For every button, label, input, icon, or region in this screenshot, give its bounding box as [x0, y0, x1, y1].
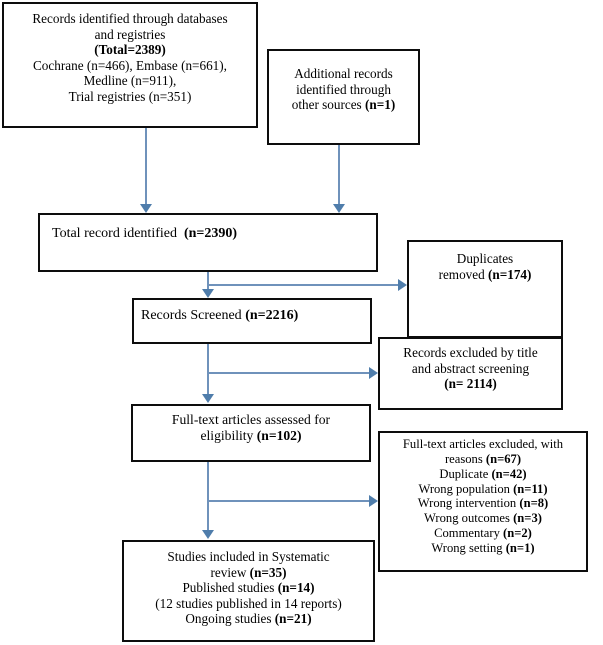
text-line: removed (n=174)	[438, 266, 532, 282]
connector-total-to-duplicates	[207, 284, 399, 286]
text-line: Records identified through databases	[32, 11, 228, 26]
count-fulltext-assessed: (n=102)	[256, 428, 302, 444]
box-total-text: Total record identified (n=2390)	[28, 215, 388, 243]
text-line: other sources (n=1)	[291, 97, 396, 113]
count-reason-wrong-population: (n=11)	[513, 481, 548, 496]
box-excluded-title-text: Records excluded by title and abstract s…	[380, 339, 561, 392]
box-duplicates-text: Duplicates removed (n=174)	[409, 242, 561, 282]
connector-additional-to-total	[338, 145, 340, 206]
text-line: Wrong setting (n=1)	[431, 541, 535, 556]
box-included-text: Studies included in Systematic review (n…	[124, 542, 373, 627]
box-fulltext-excluded-reasons: Full-text articles excluded, with reason…	[378, 431, 588, 572]
box-duplicates-removed: Duplicates removed (n=174)	[407, 240, 563, 338]
arrowhead-fulltext-to-included	[202, 530, 214, 539]
count-reason-wrong-setting: (n=1)	[505, 541, 535, 556]
text-line: identified through	[296, 81, 391, 97]
connector-fulltext-to-included	[207, 462, 209, 532]
text-line: Wrong intervention (n=8)	[417, 496, 549, 511]
box-fulltext-text: Full-text articles assessed for eligibil…	[133, 406, 369, 444]
count-ongoing-studies: (n=21)	[274, 611, 312, 627]
count-excluded-title-abstract: (n= 2114)	[444, 376, 497, 392]
text-line: Records excluded by title	[403, 345, 538, 360]
count-duplicates: (n=174)	[488, 266, 532, 282]
text-line: Duplicate (n=42)	[439, 466, 527, 481]
count-reason-wrong-intervention: (n=8)	[519, 496, 549, 511]
box-total-record-identified: Total record identified (n=2390)	[38, 213, 378, 272]
text-line: and abstract screening	[411, 360, 530, 376]
text-line: and registries	[94, 26, 166, 42]
text-line-total: (Total=2389)	[94, 42, 166, 58]
box-studies-included: Studies included in Systematic review (n…	[122, 540, 375, 642]
text-line: Ongoing studies (n=21)	[185, 611, 312, 627]
text-line: Cochrane (n=466), Embase (n=661),	[33, 57, 227, 73]
count-total-identified: (n=2390)	[183, 226, 238, 241]
text-line: eligibility (n=102)	[200, 428, 302, 444]
text-line: Wrong outcomes (n=3)	[424, 511, 542, 526]
arrowhead-screened-to-excluded	[369, 367, 378, 379]
count-screened: (n=2216)	[245, 308, 299, 323]
count-published-studies: (n=14)	[277, 580, 315, 596]
box-fulltext-assessed: Full-text articles assessed for eligibil…	[131, 404, 371, 462]
box-records-screened: Records Screened (n=2216)	[132, 298, 372, 344]
count-additional: (n=1)	[365, 97, 396, 113]
arrowhead-fulltext-to-excluded-reasons	[369, 495, 378, 507]
arrowhead-screened-to-fulltext	[202, 394, 214, 403]
text-line: Commentary (n=2)	[434, 526, 532, 541]
arrowhead-total-to-screened	[202, 289, 214, 298]
connector-total-to-screened	[207, 272, 209, 292]
box-excluded-reasons-text: Full-text articles excluded, with reason…	[380, 433, 586, 556]
count-excluded-reasons: (n=67)	[485, 451, 522, 466]
box-records-identified-databases: Records identified through databases and…	[2, 2, 258, 128]
connector-screened-to-fulltext	[207, 344, 209, 396]
text-line: reasons (n=67)	[444, 451, 522, 466]
text-line: Full-text articles assessed for	[171, 412, 331, 427]
count-reason-wrong-outcomes: (n=3)	[513, 511, 542, 526]
text-line: Wrong population (n=11)	[418, 481, 548, 496]
box-databases-text: Records identified through databases and…	[4, 4, 256, 104]
arrowhead-databases-to-total	[140, 204, 152, 213]
text-line: Duplicates	[456, 251, 514, 266]
text-line: Total record identified (n=2390)	[52, 226, 238, 241]
box-screened-text: Records Screened (n=2216)	[127, 300, 377, 325]
box-records-excluded-title-abstract: Records excluded by title and abstract s…	[378, 337, 563, 410]
box-additional-text: Additional records identified through ot…	[269, 51, 418, 113]
arrowhead-total-to-duplicates	[398, 279, 407, 291]
text-line: Full-text articles excluded, with	[402, 437, 564, 451]
text-line: Records Screened (n=2216)	[141, 308, 299, 323]
connector-screened-to-excluded	[207, 372, 370, 374]
text-line: Additional records	[294, 66, 393, 81]
text-line: (12 studies published in 14 reports)	[155, 595, 342, 611]
arrowhead-additional-to-total	[333, 204, 345, 213]
count-included-total: (n=35)	[249, 564, 287, 580]
text-line: Medline (n=911),	[83, 73, 177, 89]
text-line: Studies included in Systematic	[167, 549, 330, 564]
box-additional-records: Additional records identified through ot…	[267, 49, 420, 145]
text-line: Trial registries (n=351)	[68, 88, 192, 104]
connector-fulltext-to-excluded-reasons	[207, 500, 370, 502]
text-line: Published studies (n=14)	[182, 580, 315, 596]
text-line: review (n=35)	[210, 564, 287, 580]
connector-databases-to-total	[145, 128, 147, 206]
count-reason-duplicate: (n=42)	[491, 466, 527, 481]
count-reason-commentary: (n=2)	[503, 526, 532, 541]
